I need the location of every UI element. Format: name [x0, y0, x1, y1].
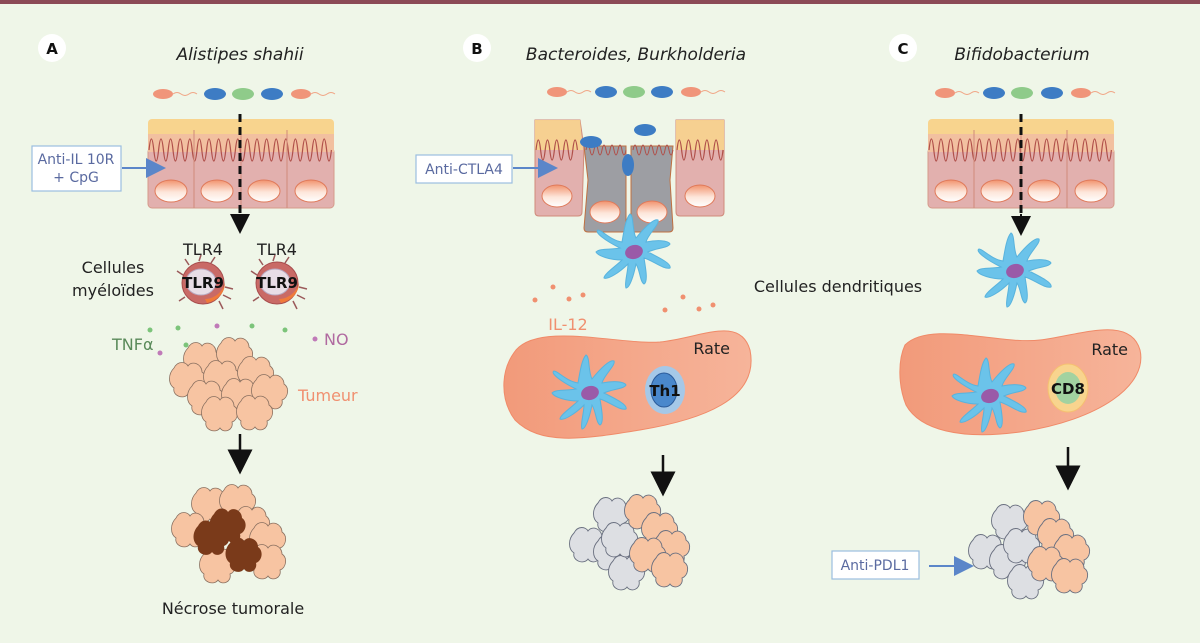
bacteria-row-c — [935, 87, 1116, 99]
treatment-box-b: Anti-CTLA4 — [415, 154, 558, 184]
spleen-label-c: Rate — [1091, 340, 1128, 359]
spleen-c — [899, 329, 1142, 436]
outcome-label-necrosis: Nécrose tumorale — [162, 599, 304, 618]
tumor-regression-c — [968, 500, 1091, 600]
tumor-a — [169, 337, 289, 432]
bacteria-row-a — [153, 88, 336, 100]
panel-c: C Bifidobacterium Rate — [831, 34, 1142, 600]
panel-letter-badge — [38, 34, 66, 62]
panel-letter-a: A — [46, 40, 58, 58]
tumor-label: Tumeur — [297, 386, 358, 405]
panel-letter-b: B — [471, 40, 482, 58]
epithelium-c — [927, 119, 1115, 209]
treatment-box-a: Anti-IL 10R + CpG — [31, 145, 166, 192]
myeloid-cells-label-line2: myéloïdes — [72, 281, 154, 300]
myeloid-cells-label-line1: Cellules — [82, 258, 145, 277]
receptor-label-tlr9-2: TLR9 — [256, 274, 298, 292]
necrotic-tumor — [171, 484, 287, 584]
panel-b: B Bacteroides, Burkholderia — [415, 34, 752, 591]
species-label-c: Bifidobacterium — [954, 45, 1089, 65]
receptor-label-tlr4-1: TLR4 — [182, 240, 223, 259]
epithelium-a — [147, 119, 335, 209]
dendritic-cell-icon — [976, 232, 1052, 308]
species-label-b: Bacteroides, Burkholderia — [526, 45, 746, 65]
t-cell-label-th1: Th1 — [649, 382, 680, 400]
panel-letter-c: C — [897, 40, 908, 58]
cytokine-label-no: NO — [324, 330, 349, 349]
dendritic-cells-label: Cellules dendritiques — [754, 277, 922, 296]
receptor-label-tlr9-1: TLR9 — [182, 274, 224, 292]
th1-cell — [645, 366, 685, 414]
il12-dots — [532, 284, 716, 313]
panel-a: A Alistipes shahii — [31, 34, 358, 618]
treatment-label-a-line2: + CpG — [53, 170, 99, 186]
spleen-label-b: Rate — [693, 339, 730, 358]
treatment-label-a-line1: Anti-IL 10R — [38, 152, 115, 168]
receptor-label-tlr4-2: TLR4 — [256, 240, 297, 259]
bacteria-row-b — [547, 86, 726, 98]
species-label-a: Alistipes shahii — [175, 45, 303, 65]
cytokine-label-il12: IL-12 — [548, 315, 587, 334]
epithelium-b — [534, 119, 725, 233]
t-cell-label-cd8: CD8 — [1051, 380, 1085, 398]
cytokine-label-tnf: TNFα — [111, 335, 154, 354]
treatment-label-c: Anti-PDL1 — [841, 558, 910, 574]
tumor-regression-b — [569, 494, 691, 591]
treatment-box-c: Anti-PDL1 — [831, 550, 974, 580]
top-border — [0, 0, 1200, 4]
cytokine-dots-a — [147, 323, 318, 356]
cd8-cell — [1047, 363, 1089, 413]
treatment-label-b: Anti-CTLA4 — [425, 162, 503, 178]
